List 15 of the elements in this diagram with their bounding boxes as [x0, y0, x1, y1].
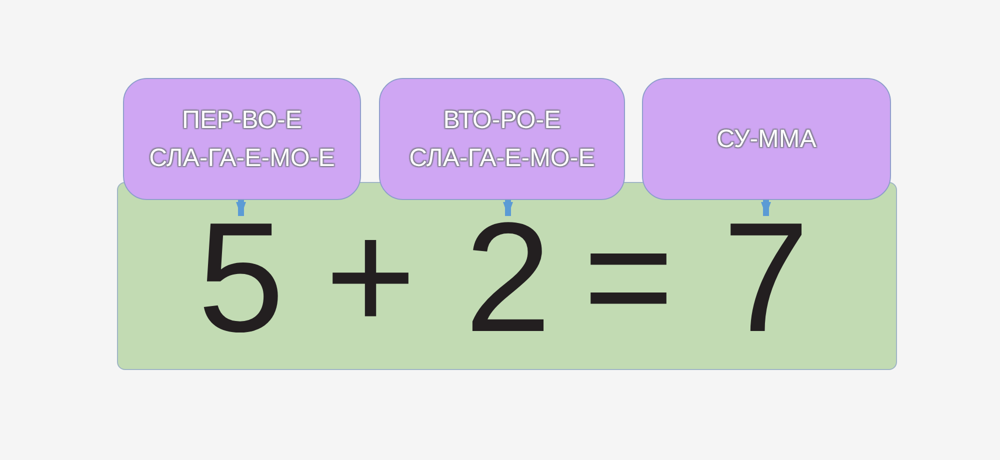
term-card — [123, 78, 361, 200]
arrow — [503, 200, 513, 216]
arrow — [236, 200, 246, 216]
term-card — [642, 78, 891, 200]
number: 7 — [721, 216, 811, 341]
number: 5 — [196, 216, 286, 341]
term-label: СУ-ММА — [716, 124, 818, 155]
equation-panel — [117, 182, 897, 370]
math-operator: + — [325, 215, 415, 340]
term-label: ПЕР-ВО-Е СЛА-ГА-Е-МО-Е — [148, 105, 336, 174]
term-label: ВТО-РО-Е СЛА-ГА-Е-МО-Е — [408, 105, 596, 174]
term-card — [379, 78, 625, 200]
number: 2 — [463, 216, 553, 341]
math-operator: = — [583, 215, 673, 340]
arrow — [761, 200, 771, 216]
